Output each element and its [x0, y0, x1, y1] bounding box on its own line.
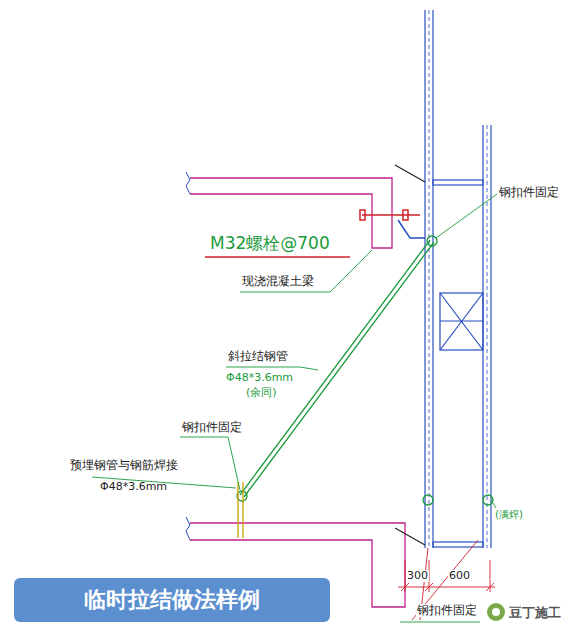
callout-label: (余同) — [246, 387, 277, 399]
callout-label: 钢扣件固定 — [182, 421, 242, 434]
callout-label: (满焊) — [494, 509, 524, 520]
callout-label: 斜拉结钢管 — [228, 350, 288, 363]
callout-label: 现浇混凝土梁 — [242, 275, 314, 288]
title-banner: 临时拉结做法样例 — [14, 578, 330, 622]
dimension: 300 — [406, 570, 429, 582]
callout-label: M32螺栓@700 — [210, 234, 330, 253]
callout-label: Φ48*3.6mm — [226, 372, 293, 384]
callout-label: 钢扣件固定 — [416, 604, 478, 617]
callout-label: Φ48*3.6mm — [100, 481, 167, 493]
watermark: 豆丁施工 — [509, 606, 561, 620]
callout-label: 预埋钢管与钢筋焊接 — [70, 459, 178, 472]
callout-label: 钢扣件固定 — [499, 186, 559, 199]
dimension: 600 — [448, 570, 471, 582]
